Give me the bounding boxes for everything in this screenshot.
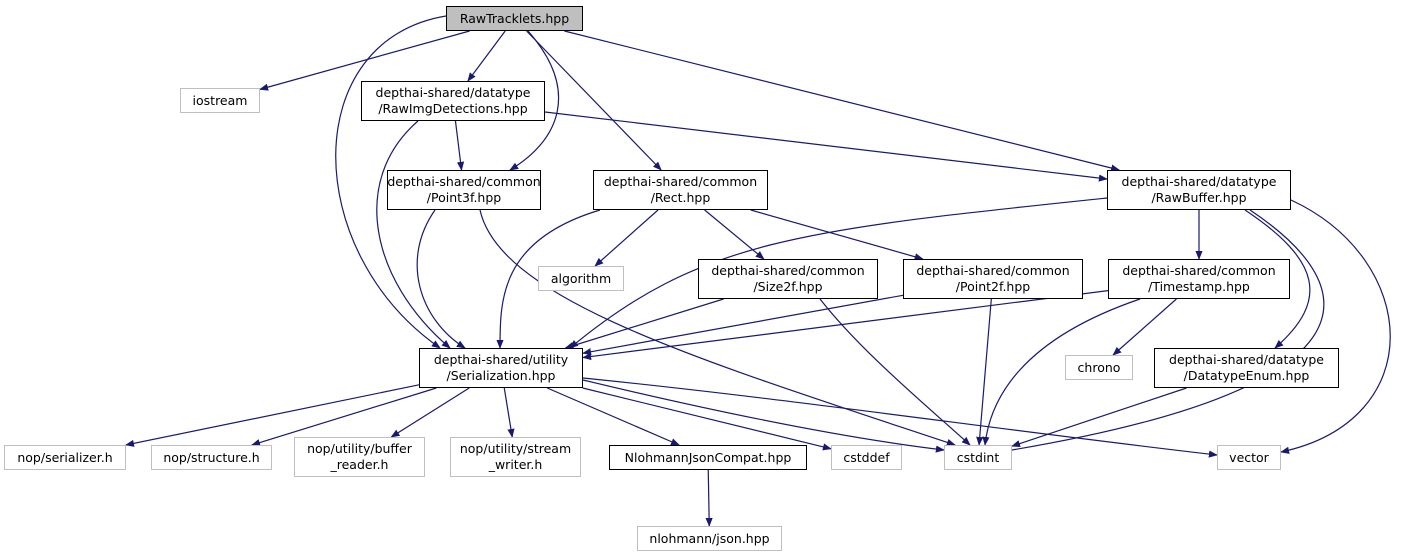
node-label: chrono [1077,359,1121,375]
edge-root-to-serialization [335,15,447,349]
node-nop-buffer-reader-h: nop/utility/buffer _reader.h [294,437,425,477]
edge-rect-to-algorithm [594,209,659,267]
edge-serialization-to-cstddef [582,387,832,451]
node-rawtracklets-hpp: RawTracklets.hpp [446,6,583,31]
edge-point3f-to-serialization [416,209,466,349]
edge-point2f-to-serialization [582,294,904,356]
edge-root-to-rawbuffer [564,30,1121,172]
node-timestamp-hpp[interactable]: depthai-shared/common /Timestamp.hpp [1108,259,1290,299]
edge-serialization-to-nopstreamwriter [503,387,515,438]
node-algorithm: algorithm [538,266,624,291]
node-label: nop/utility/buffer [307,441,412,456]
node-label: vector [1229,449,1269,465]
edge-timestamp-to-chrono [1112,298,1177,356]
node-label: /Timestamp.hpp [1148,279,1250,294]
node-serialization-hpp[interactable]: depthai-shared/utility /Serialization.hp… [419,348,583,388]
node-label: cstdint [956,449,1000,465]
node-vector: vector [1217,445,1281,470]
edge-serialization-to-nopstructure [251,387,437,447]
node-nop-structure-h: nop/structure.h [151,445,272,470]
edge-serialization-to-nopserializer [125,384,420,447]
node-label: depthai-shared/common [711,263,865,278]
edge-rawbuffer-to-vector [1280,199,1391,454]
edge-point2f-to-cstdint [976,298,992,446]
node-size2f-hpp[interactable]: depthai-shared/common /Size2f.hpp [698,259,878,299]
node-rawbuffer-hpp[interactable]: depthai-shared/datatype /RawBuffer.hpp [1107,170,1291,210]
node-label: NlohmannJsonCompat.hpp [624,449,792,465]
node-rect-hpp[interactable]: depthai-shared/common /Rect.hpp [593,170,768,210]
edge-rect-to-size2f [704,209,765,260]
edge-rawbuffer-to-cstdint [999,209,1325,455]
node-iostream: iostream [180,88,260,113]
node-label: depthai-shared/common [603,174,758,189]
node-label: /Rect.hpp [650,190,711,205]
node-label: nop/serializer.h [17,449,113,465]
edge-serialization-to-nopbufreader [390,387,470,438]
edge-rawbuffer-to-serialization [569,197,1108,349]
node-label: /Serialization.hpp [446,368,556,383]
edge-timestamp-to-cstdint [982,298,1141,446]
node-point3f-hpp[interactable]: depthai-shared/common /Point3f.hpp [387,170,541,210]
edge-serialization-to-cstdint [582,379,945,453]
edge-datatypeenum-to-cstdint [1011,387,1187,448]
node-label: depthai-shared/common [916,263,1070,278]
edge-serialization-to-nlohmanncompat [547,387,680,446]
node-label: /RawBuffer.hpp [1151,190,1247,205]
edge-root-to-rawimgdet [467,30,506,82]
node-nlohmann-json-hpp: nlohmann/json.hpp [637,526,782,551]
node-nlohmannjsoncompat-hpp[interactable]: NlohmannJsonCompat.hpp [609,445,807,470]
edge-root-to-point3f [509,30,560,171]
node-nop-serializer-h: nop/serializer.h [4,445,126,470]
node-nop-stream-writer-h: nop/utility/stream _writer.h [450,437,581,477]
node-label: depthai-shared/common [387,174,541,189]
node-label: depthai-shared/datatype [375,85,531,100]
edge-nlohmanncompat-to-nlohmannjson [705,469,713,527]
node-label: algorithm [550,270,612,286]
node-label: cstddef [843,449,890,465]
node-label: _reader.h [330,457,389,472]
node-label: depthai-shared/datatype [1121,174,1277,189]
node-point2f-hpp[interactable]: depthai-shared/common /Point2f.hpp [903,259,1083,299]
edge-root-to-rect [526,30,662,171]
node-label: depthai-shared/utility [433,352,569,367]
node-label: _writer.h [488,457,543,472]
node-label: depthai-shared/common [1122,263,1276,278]
edge-rawimgdet-to-rawbuffer [544,111,1108,182]
edge-rawimgdet-to-point3f [454,120,465,171]
edge-rawbuffer-to-datatypeenum [1244,209,1311,349]
node-label: nlohmann/json.hpp [649,530,770,546]
node-label: nop/utility/stream [459,441,572,456]
node-label: RawTracklets.hpp [459,10,570,26]
edge-size2f-to-cstdint [819,298,971,446]
node-label: /DatatypeEnum.hpp [1183,368,1310,383]
edge-size2f-to-serialization [564,298,724,350]
edge-rect-to-serialization [496,209,601,349]
edge-point3f-to-cstdint [479,209,956,446]
edge-serialization-to-vector [582,377,1218,458]
node-label: /Size2f.hpp [753,279,823,294]
edge-root-to-iostream [259,30,470,91]
edge-rect-to-point2f [750,209,924,261]
node-datatypeenum-hpp[interactable]: depthai-shared/datatype /DatatypeEnum.hp… [1154,348,1339,388]
node-cstddef: cstddef [831,445,902,470]
node-label: iostream [192,92,248,108]
edge-rawimgdet-to-serialization [376,120,451,349]
node-label: /Point2f.hpp [955,279,1031,294]
node-cstdint: cstdint [944,445,1012,470]
node-chrono: chrono [1065,355,1133,380]
node-rawimgdetections-hpp[interactable]: depthai-shared/datatype /RawImgDetection… [361,81,545,121]
node-label: nop/structure.h [163,449,260,465]
node-label: /Point3f.hpp [426,190,502,205]
edge-timestamp-to-serialization [582,290,1109,361]
node-label: /RawImgDetections.hpp [378,101,528,116]
node-label: depthai-shared/datatype [1169,352,1324,367]
